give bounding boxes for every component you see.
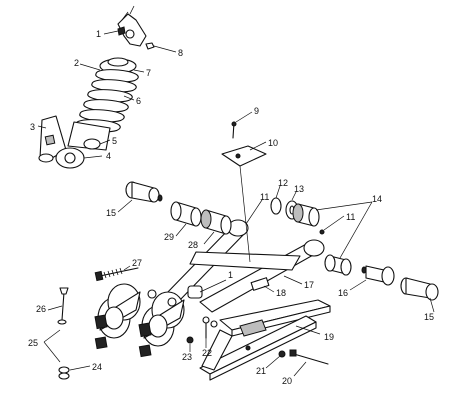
- callout-28: 28: [188, 240, 198, 250]
- callout-17: 17: [304, 280, 314, 290]
- swing-arm-frame: [94, 219, 325, 358]
- pivot-bolt-16: [361, 265, 395, 286]
- callout-25: 25: [28, 338, 38, 348]
- nut-12: [270, 197, 282, 215]
- bushing-14-upper: [292, 203, 320, 227]
- callout-29: 29: [164, 232, 174, 242]
- bolt-9: [231, 121, 237, 139]
- callout-23: 23: [182, 352, 192, 362]
- callout-19: 19: [324, 332, 334, 342]
- bolt-22: [202, 316, 218, 339]
- callout-1-arm: 1: [228, 270, 233, 280]
- callout-10: 10: [268, 138, 278, 148]
- slide-rail-19: [199, 299, 331, 381]
- callout-21: 21: [256, 366, 266, 376]
- callout-11-left: 11: [260, 192, 269, 202]
- wheel-mount-left: [97, 283, 141, 339]
- bushing-29: [170, 201, 202, 227]
- coil-spring: [75, 69, 139, 133]
- callout-11-right: 11: [346, 212, 355, 222]
- bolt-27: [94, 267, 139, 282]
- callout-15-right: 15: [424, 312, 434, 322]
- callout-12: 12: [278, 178, 288, 188]
- plate-10: [221, 145, 267, 167]
- plate-18: [250, 277, 270, 291]
- callout-9: 9: [254, 106, 259, 116]
- callout-24: 24: [92, 362, 102, 372]
- leader-lines: [37, 30, 435, 377]
- callout-15-left: 15: [106, 208, 116, 218]
- nut-24: [58, 366, 70, 380]
- shock-top-nut: [145, 42, 155, 50]
- bushing-14-lower: [324, 254, 352, 276]
- callout-8: 8: [178, 48, 183, 58]
- bushing-28: [200, 209, 232, 235]
- pivot-bolt-15-right: [400, 277, 439, 301]
- callout-2: 2: [74, 58, 79, 68]
- swing-arm-cross-member: [189, 251, 301, 271]
- bolt-20: [289, 349, 329, 365]
- callout-27: 27: [132, 258, 142, 268]
- spring-collar: [83, 138, 101, 150]
- center-bushing: [187, 285, 203, 299]
- callout-18: 18: [276, 288, 286, 298]
- pivot-boss-right: [303, 239, 325, 257]
- bolt-26: [57, 287, 69, 325]
- callout-22: 22: [202, 348, 212, 358]
- wheel-mount-right: [141, 291, 185, 347]
- callout-16: 16: [338, 288, 348, 298]
- callout-3: 3: [30, 122, 35, 132]
- nut-23: [186, 336, 194, 344]
- callout-4: 4: [106, 151, 111, 161]
- callout-5: 5: [112, 136, 117, 146]
- callout-6: 6: [136, 96, 141, 106]
- washer-21: [278, 350, 286, 358]
- grease-fitting-11: [319, 229, 325, 235]
- callout-1: 1: [96, 29, 101, 39]
- callout-26: 26: [36, 304, 46, 314]
- shock-absorber-assembly: [38, 5, 155, 169]
- shock-upper-bolt-hole: [125, 29, 135, 39]
- callout-7: 7: [146, 68, 151, 78]
- callouts: 1 2 3 4 5 6 7 8 9 10 11 11 12 13 14 15 1…: [28, 29, 434, 386]
- callout-14: 14: [372, 194, 382, 204]
- callout-20: 20: [282, 376, 292, 386]
- pivot-bolt-15-left: [125, 181, 163, 203]
- callout-13: 13: [294, 184, 304, 194]
- shock-top-bolt: [117, 26, 126, 36]
